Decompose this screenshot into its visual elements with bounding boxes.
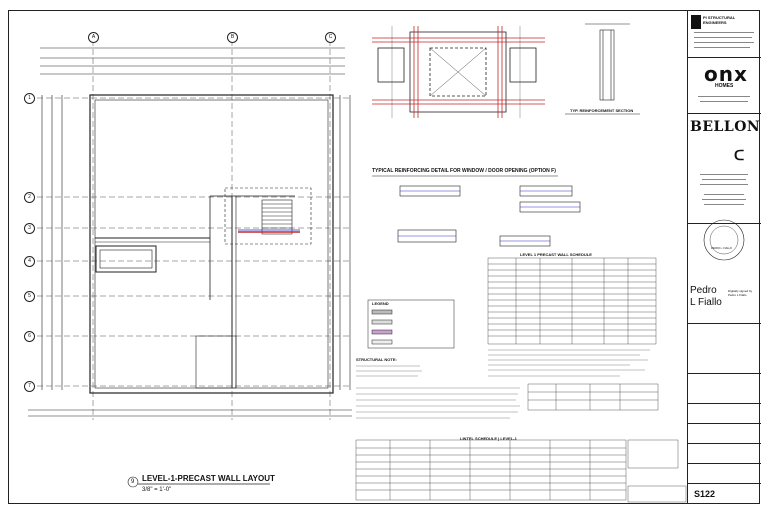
project-logo: BELLON xyxy=(690,119,761,135)
seal-block: PEDRO L. FIALLO Pedro L Fiallo Digitally… xyxy=(688,224,761,324)
client-block: onx HOMES xyxy=(688,58,761,114)
signer-last: L Fiallo xyxy=(690,297,722,308)
grid-bubble-3: 3 xyxy=(24,223,35,234)
project-text-line xyxy=(704,204,744,205)
grid-bubble-2: 2 xyxy=(24,192,35,203)
sheet-border xyxy=(8,10,760,504)
legend-title: LEGEND xyxy=(372,301,389,306)
grid-bubble-1: 1 xyxy=(24,93,35,104)
title-block: PI STRUCTURAL ENGINEERS onx HOMES BELLON… xyxy=(687,10,761,504)
section-title: TYP. REINFORCEMENT SECTION xyxy=(570,108,634,113)
grid-bubble-a: A xyxy=(88,32,99,43)
engineer-name: PI STRUCTURAL ENGINEERS xyxy=(703,15,736,25)
drawn-by-block xyxy=(688,424,761,444)
engineer-block: PI STRUCTURAL ENGINEERS xyxy=(688,10,761,58)
signer-note: Digitally signed by Pedro L Fiallo xyxy=(728,289,753,297)
issue-block xyxy=(688,374,761,404)
project-text-line xyxy=(702,179,746,180)
sheet-title-block xyxy=(688,444,761,464)
schedule-title: LEVEL 1 PRECAST WALL SCHEDULE xyxy=(520,252,592,257)
sheet-number: S122 xyxy=(694,489,716,499)
plan-scale: 3/8" = 1'-0" xyxy=(142,487,172,493)
engineer-text-line xyxy=(694,42,754,43)
lintel-title: LINTEL SCHEDULE | LEVEL-1 xyxy=(460,436,517,441)
engineer-text-line xyxy=(694,32,754,33)
project-number-block xyxy=(688,404,761,424)
grid-bubble-c: C xyxy=(325,32,336,43)
project-text-line xyxy=(700,184,748,185)
project-block: BELLON ᑕ xyxy=(688,114,761,224)
grid-bubble-6: 6 xyxy=(24,331,35,342)
grid-bubble-b: B xyxy=(227,32,238,43)
project-text-line xyxy=(700,174,748,175)
engineer-logo-icon xyxy=(691,15,701,29)
project-mark-icon: ᑕ xyxy=(734,147,745,163)
engineer-text-line xyxy=(694,47,750,48)
signer-first: Pedro xyxy=(690,285,717,296)
project-text-line xyxy=(702,199,746,200)
revision-block xyxy=(688,324,761,374)
plan-title: LEVEL-1-PRECAST WALL LAYOUT xyxy=(142,474,275,483)
grid-bubble-7: 7 xyxy=(24,381,35,392)
client-text-line xyxy=(700,101,748,102)
date-block xyxy=(688,464,761,484)
client-sub: HOMES xyxy=(715,83,734,89)
grid-bubble-5: 5 xyxy=(24,291,35,302)
structural-notes-title: STRUCTURAL NOTE: xyxy=(356,357,397,362)
client-logo: onx xyxy=(704,62,748,86)
detail-title: TYPICAL REINFORCING DETAIL FOR WINDOW / … xyxy=(372,168,556,174)
project-text-line xyxy=(704,194,744,195)
grid-bubble-4: 4 xyxy=(24,256,35,267)
client-text-line xyxy=(698,96,750,97)
engineer-text-line xyxy=(694,37,752,38)
seal-text: PEDRO L. FIALLO xyxy=(711,247,732,250)
plan-number: 9 xyxy=(131,479,135,485)
